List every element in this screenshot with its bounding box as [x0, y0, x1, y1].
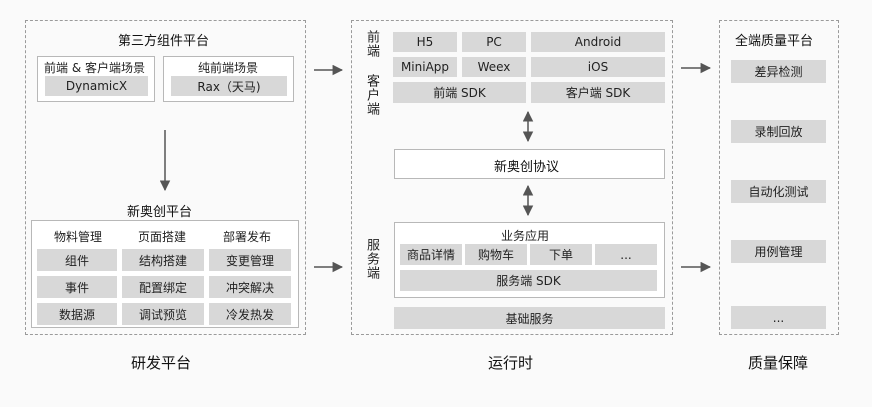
biz-app-item: 下单 — [530, 244, 592, 265]
frontend-client-scene-label: 前端 & 客户端场景 — [44, 61, 145, 75]
frontend-sdk: 前端 SDK — [393, 82, 526, 103]
client-platform-cell: Weex — [462, 57, 526, 77]
quality-item: 用例管理 — [731, 240, 826, 263]
protocol-label: 新奥创协议 — [494, 160, 560, 175]
platform-header-material: 物料管理 — [54, 230, 103, 244]
client-platform-cell: H5 — [393, 32, 457, 52]
platform-cell: 变更管理 — [209, 249, 291, 271]
biz-app-item: 商品详情 — [400, 244, 462, 265]
quality-item: 录制回放 — [731, 120, 826, 143]
protocol-box — [394, 149, 665, 179]
platform-cell: 数据源 — [37, 303, 117, 325]
client-side-label: 前端 客户端 — [364, 30, 379, 116]
biz-app-item: 购物车 — [465, 244, 527, 265]
quality-panel — [719, 20, 839, 335]
runtime-footer: 运行时 — [488, 354, 534, 372]
dynamicx-item: DynamicX — [45, 76, 148, 96]
platform-cell: 调试预览 — [122, 303, 204, 325]
quality-item: ... — [731, 306, 826, 329]
platform-cell: 配置绑定 — [122, 276, 204, 298]
platform-cell: 结构搭建 — [122, 249, 204, 271]
new-aochuang-platform-title: 新奥创平台 — [127, 205, 193, 220]
platform-cell: 冷发热发 — [209, 303, 291, 325]
biz-app-item: ... — [595, 244, 657, 265]
quality-footer: 质量保障 — [748, 354, 809, 372]
platform-header-deploy: 部署发布 — [223, 230, 272, 244]
dev-platform-footer: 研发平台 — [131, 354, 192, 372]
quality-item: 自动化测试 — [731, 180, 826, 203]
server-sdk: 服务端 SDK — [400, 270, 657, 291]
client-platform-cell: Android — [531, 32, 665, 52]
pure-frontend-scene-label: 纯前端场景 — [198, 61, 259, 75]
platform-cell: 冲突解决 — [209, 276, 291, 298]
platform-header-page-build: 页面搭建 — [138, 230, 187, 244]
dev-platform-panel — [25, 20, 306, 335]
third-party-title: 第三方组件平台 — [118, 34, 210, 49]
runtime-panel — [351, 20, 673, 335]
platform-cell: 组件 — [37, 249, 117, 271]
quality-platform-title: 全端质量平台 — [735, 34, 814, 49]
client-platform-cell: iOS — [531, 57, 665, 77]
quality-item: 差异检测 — [731, 60, 826, 83]
client-platform-cell: PC — [462, 32, 526, 52]
biz-app-title: 业务应用 — [501, 229, 550, 243]
rax-item: Rax（天马) — [171, 76, 287, 96]
client-sdk: 客户端 SDK — [531, 82, 665, 103]
platform-cell: 事件 — [37, 276, 117, 298]
client-platform-cell: MiniApp — [393, 57, 457, 77]
server-side-label: 服务端 — [364, 238, 379, 280]
base-service: 基础服务 — [394, 307, 665, 329]
